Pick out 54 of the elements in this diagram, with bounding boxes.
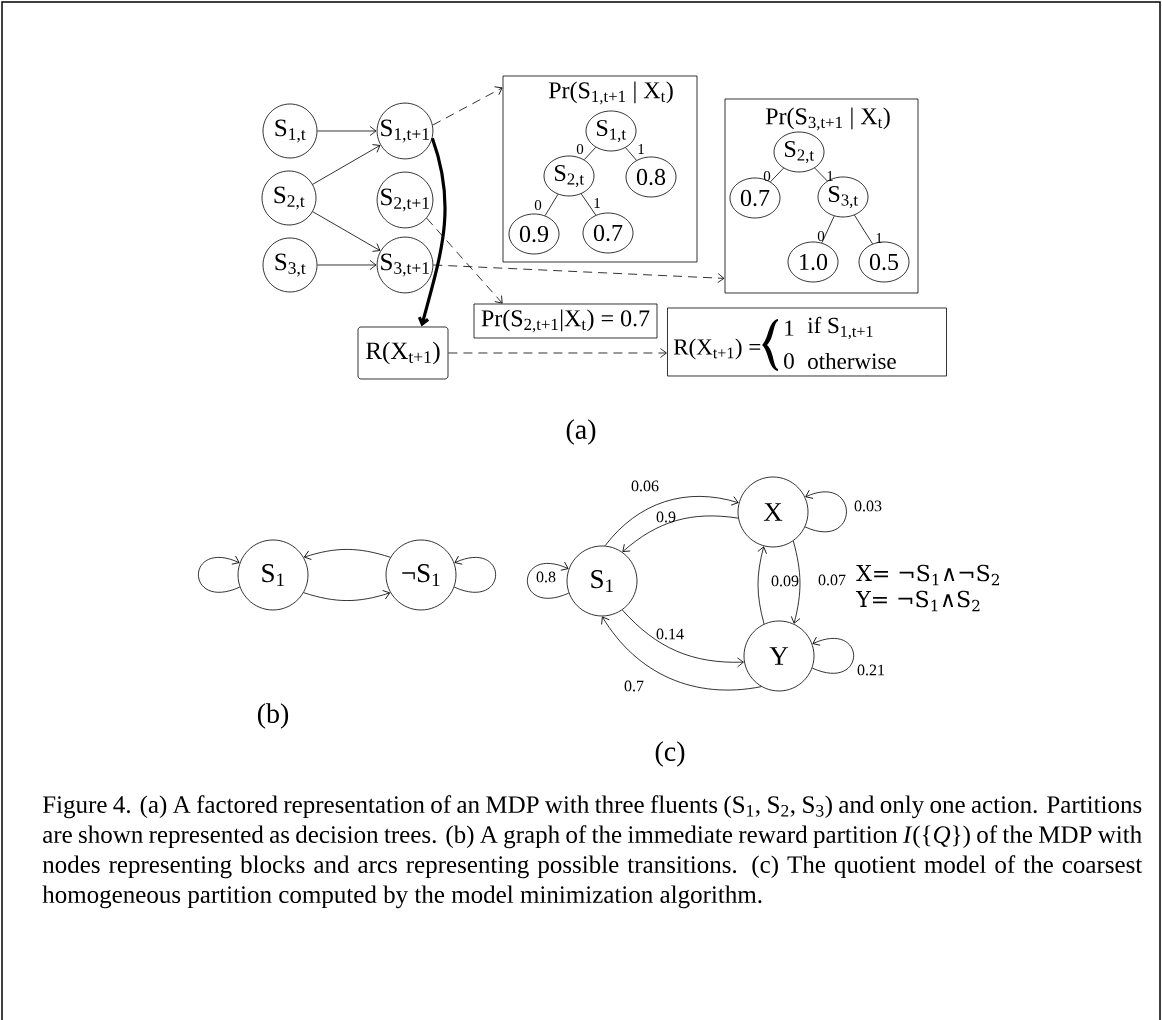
tree-branch-line (625, 147, 637, 161)
reward-formula-box: R(X$_{t+1}$) = 1 if S$_{1,t+1}$ 0 otherwise (667, 307, 947, 377)
panel-label: (a) (566, 419, 596, 445)
arrow (790, 540, 801, 624)
arrow (757, 546, 767, 625)
arrow (604, 496, 739, 547)
arrow (526, 561, 570, 599)
arrow (197, 555, 241, 593)
arrow (317, 260, 377, 270)
arrow (317, 126, 377, 136)
edge-label: 0 (576, 143, 584, 155)
arrow (811, 636, 855, 674)
arrow (621, 609, 744, 668)
arrow (804, 489, 847, 533)
edge-label: 0.9 (656, 511, 676, 523)
reward-box: R(X$_{t+1}$) (357, 326, 449, 380)
tree-branch-line (821, 215, 835, 244)
tree-branch-line (544, 193, 559, 217)
probability-box: Pr(S$_{2,t+1}$|X$_{t}$) = 0.7 (473, 303, 658, 339)
edge-label: 1 (876, 233, 882, 243)
tree-branch-line (814, 167, 828, 182)
arrow (601, 616, 762, 691)
tree-branch-line (854, 214, 873, 245)
arrow (622, 515, 739, 552)
arrow (303, 590, 391, 601)
edge-label: 0.07 (818, 574, 846, 586)
edge-label: 0.09 (771, 575, 799, 587)
arrow (417, 137, 447, 327)
arrow (303, 549, 391, 560)
definition-text: X= ¬S$_{1}$∧¬S$_{2}$ (856, 564, 999, 586)
arrow (448, 348, 667, 358)
arrow (432, 264, 725, 283)
panel-label: (b) (257, 703, 289, 729)
edge-label: 0 (534, 199, 542, 211)
edge-label: 0.03 (854, 500, 882, 512)
edge-label: 0 (817, 230, 825, 242)
arrow (453, 555, 497, 593)
caption: Figure 4. (a) A factored representation of an MDP with three fluents (S$_{1}$, S$_{2}$, S$_{3}$) and only one action. Partitions are shown represented as decision trees. (b) A graph of the immediate reward partition I({Q}) of the MDP with nodes representing blocks and arcs representing possible transitions. (c) The quotient model of the coarsest homogeneous partition computed by the model minimization algorithm. (42, 795, 1143, 909)
edge-label: 0.06 (631, 480, 659, 492)
edge-label: 1 (594, 198, 600, 208)
definition-text: Y= ¬S$_{1}$∧S$_{2}$ (855, 590, 980, 612)
tree-branch-line (770, 167, 784, 183)
edge-label: 0.21 (857, 664, 885, 676)
arrow (312, 144, 381, 185)
edge-label: 0.14 (656, 628, 684, 640)
arrow (312, 211, 381, 252)
tree-branch-line (583, 146, 597, 161)
edge-label: 0.7 (624, 680, 644, 692)
edge-label: 0.8 (536, 571, 556, 583)
edge-label: 1 (638, 144, 644, 154)
arrow (426, 217, 503, 304)
arrow (432, 86, 503, 126)
tree-branch-line (580, 193, 597, 216)
panel-label: (c) (655, 741, 685, 767)
